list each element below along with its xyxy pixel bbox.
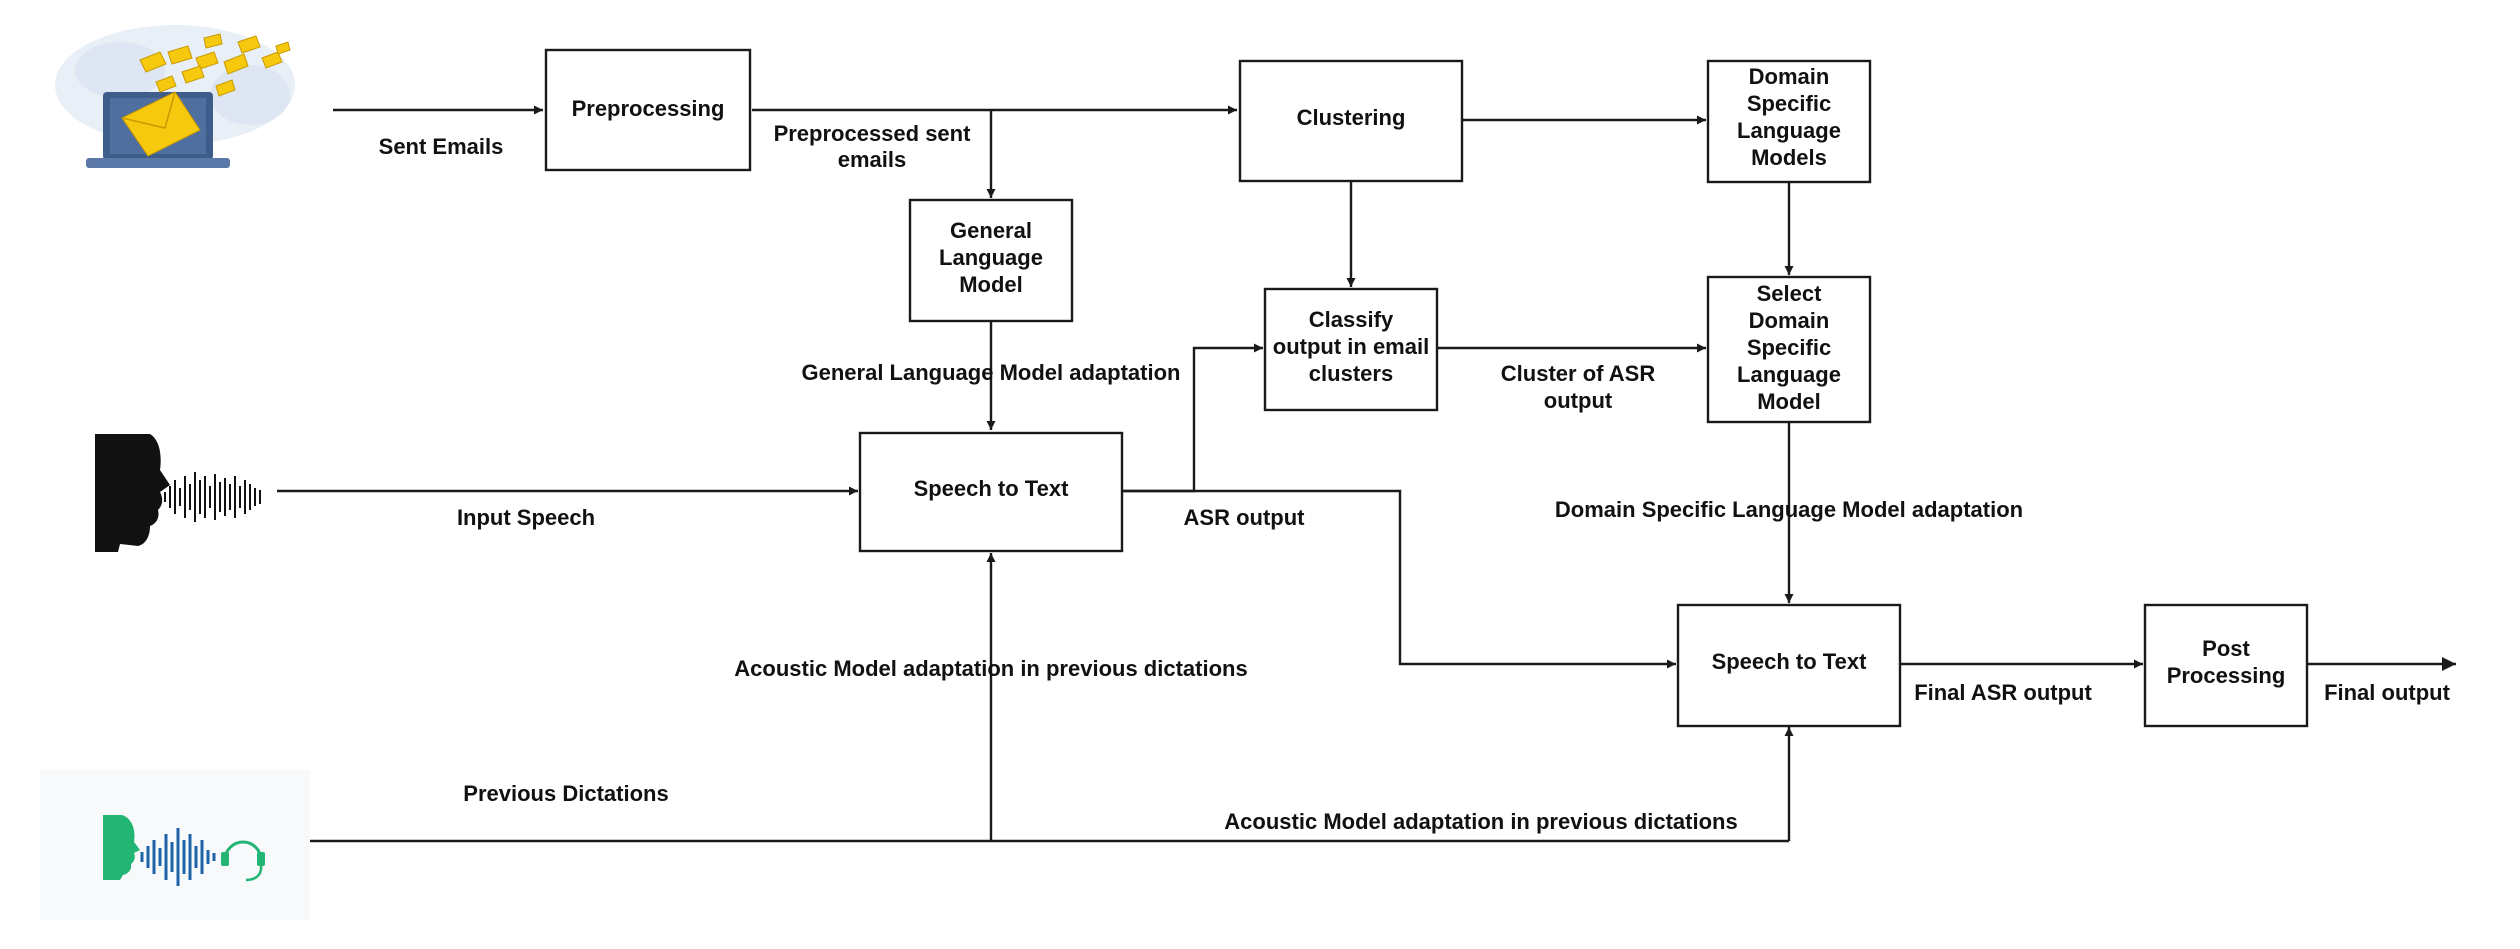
connectors	[277, 105, 2456, 843]
box-post-processing-line-2: Processing	[2167, 663, 2286, 688]
box-select-domain-line-3: Specific	[1747, 335, 1831, 360]
box-domain-models-line-3: Language	[1737, 118, 1841, 143]
box-preprocessing: Preprocessing	[544, 48, 752, 172]
box-classify-line-3: clusters	[1309, 361, 1393, 386]
box-classify-line-1: Classify	[1309, 307, 1394, 332]
label-previous-dictations: Previous Dictations	[463, 781, 668, 806]
box-post-processing-line-1: Post	[2202, 636, 2250, 661]
box-speech-to-text-2: Speech to Text	[1676, 603, 1902, 728]
label-preprocessed-line-1: Preprocessed sent	[774, 121, 972, 146]
label-cluster-asr-line-2: output	[1544, 388, 1613, 413]
email-laptop-icon	[55, 25, 295, 168]
box-clustering: Clustering	[1238, 59, 1464, 183]
box-classify-line-2: output in email	[1273, 334, 1429, 359]
box-domain-models-line-1: Domain	[1749, 64, 1830, 89]
box-domain-models: Domain Specific Language Models	[1706, 59, 1872, 184]
speaking-head-icon	[95, 434, 261, 552]
box-select-domain-line-1: Select	[1757, 281, 1822, 306]
label-cluster-asr-line-1: Cluster of ASR	[1501, 361, 1656, 386]
label-domain-adapt: Domain Specific Language Model adaptatio…	[1555, 497, 2023, 522]
label-sent-emails: Sent Emails	[379, 134, 504, 159]
label-general-adapt: General Language Model adaptation	[802, 360, 1181, 385]
box-speech-to-text-2-label: Speech to Text	[1712, 649, 1868, 674]
edge-asr-to-stt2	[1123, 489, 1676, 669]
box-general-lm-line-1: General	[950, 218, 1032, 243]
label-input-speech: Input Speech	[457, 505, 595, 530]
box-select-domain-line-4: Language	[1737, 362, 1841, 387]
box-domain-models-line-2: Specific	[1747, 91, 1831, 116]
box-general-lm-line-2: Language	[939, 245, 1043, 270]
box-general-lm-line-3: Model	[959, 272, 1023, 297]
box-speech-to-text-1-label: Speech to Text	[914, 476, 1070, 501]
voice-dictation-icon	[40, 770, 310, 920]
box-general-lm: General Language Model	[908, 198, 1074, 323]
box-speech-to-text-1: Speech to Text	[858, 431, 1124, 553]
box-clustering-label: Clustering	[1297, 105, 1406, 130]
label-final-asr: Final ASR output	[1914, 680, 2092, 705]
label-acoustic-2: Acoustic Model adaptation in previous di…	[1224, 809, 1737, 834]
label-asr-output: ASR output	[1184, 505, 1306, 530]
box-post-processing: Post Processing	[2143, 603, 2309, 728]
box-classify: Classify output in email clusters	[1263, 287, 1439, 412]
box-domain-models-line-4: Models	[1751, 145, 1827, 170]
box-select-domain-line-2: Domain	[1749, 308, 1830, 333]
label-final-output: Final output	[2324, 680, 2451, 705]
box-select-domain: Select Domain Specific Language Model	[1706, 275, 1872, 424]
label-preprocessed-line-2: emails	[838, 147, 907, 172]
box-select-domain-line-5: Model	[1757, 389, 1821, 414]
box-preprocessing-label: Preprocessing	[572, 96, 725, 121]
label-acoustic-1: Acoustic Model adaptation in previous di…	[734, 656, 1247, 681]
